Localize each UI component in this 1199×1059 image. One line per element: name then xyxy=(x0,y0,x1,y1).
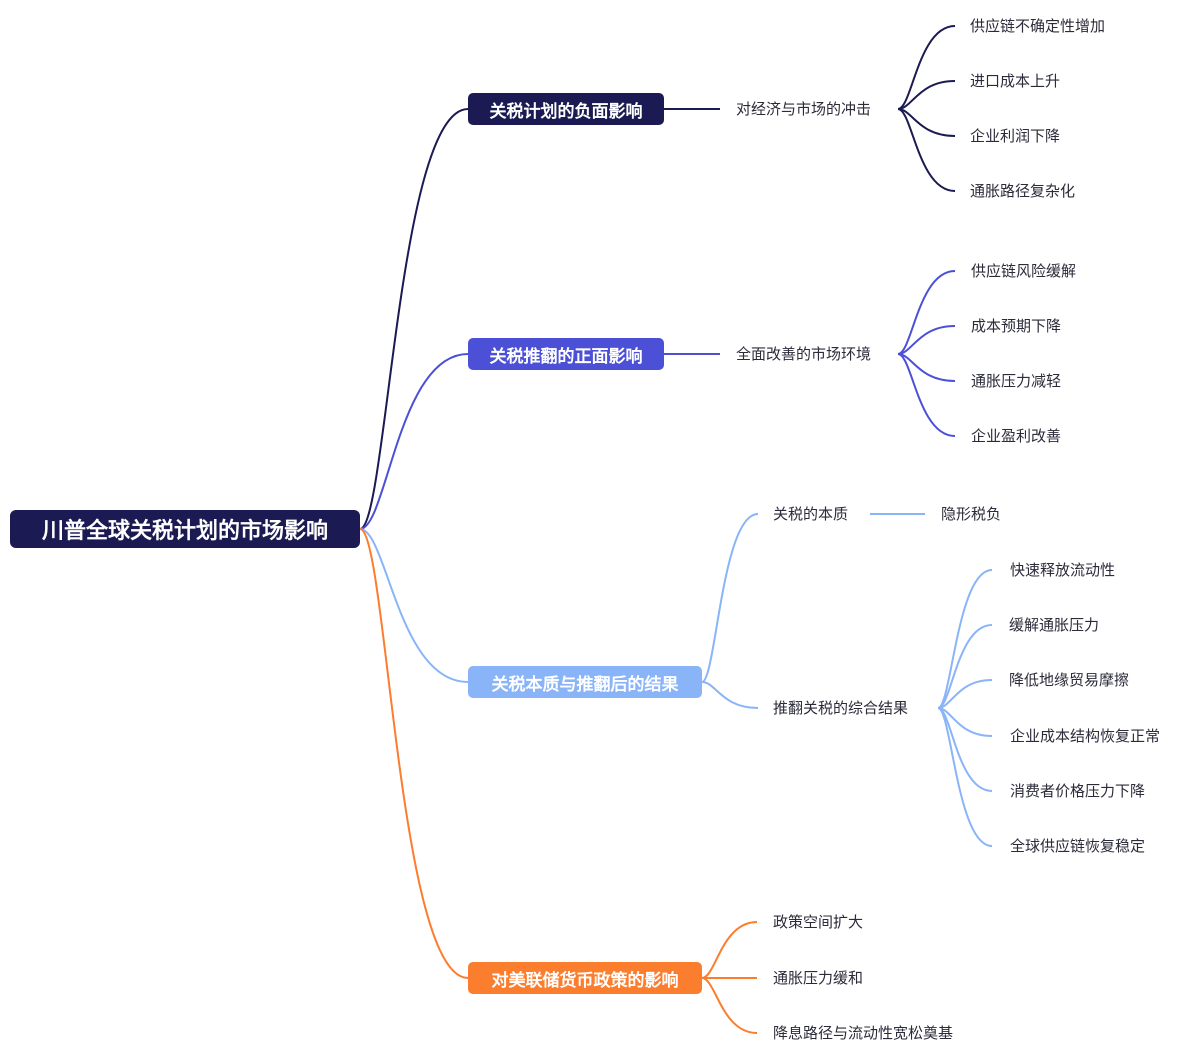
connector-line xyxy=(897,270,956,355)
connector-line xyxy=(701,681,759,709)
connector-line xyxy=(937,707,993,847)
leaf[interactable]: 成本预期下降 xyxy=(971,317,1062,335)
connector-line xyxy=(937,569,993,709)
branch-positive-impact[interactable]: 关税推翻的正面影响 xyxy=(468,338,664,370)
leaf[interactable]: 通胀压力减轻 xyxy=(971,372,1062,390)
leaf[interactable]: 企业盈利改善 xyxy=(971,427,1062,445)
connector-line xyxy=(701,977,758,1034)
connector-line xyxy=(359,108,469,530)
leaf[interactable]: 隐形税负 xyxy=(941,505,1002,523)
connector-line xyxy=(701,513,759,683)
connector-line xyxy=(897,325,956,355)
leaf[interactable]: 企业利润下降 xyxy=(970,127,1061,145)
leaf[interactable]: 通胀路径复杂化 xyxy=(970,182,1076,200)
connector-line xyxy=(359,528,469,683)
connector-line xyxy=(359,353,469,530)
leaf[interactable]: 企业成本结构恢复正常 xyxy=(1010,727,1161,745)
leaf[interactable]: 缓解通胀压力 xyxy=(1009,616,1100,634)
node-overturn-results[interactable]: 推翻关税的综合结果 xyxy=(773,699,909,717)
connector-line xyxy=(897,108,956,192)
connector-line xyxy=(937,707,993,792)
leaf[interactable]: 全球供应链恢复稳定 xyxy=(1010,837,1146,855)
connector-line xyxy=(897,353,956,382)
leaf[interactable]: 供应链风险缓解 xyxy=(971,262,1077,280)
connector-line xyxy=(897,353,956,437)
leaf[interactable]: 政策空间扩大 xyxy=(773,913,864,931)
leaf[interactable]: 通胀压力缓和 xyxy=(773,969,864,987)
leaf[interactable]: 快速释放流动性 xyxy=(1010,561,1116,579)
node-market-environment[interactable]: 全面改善的市场环境 xyxy=(736,345,872,363)
branch-negative-impact[interactable]: 关税计划的负面影响 xyxy=(468,93,664,125)
node-economy-shock[interactable]: 对经济与市场的冲击 xyxy=(736,100,872,118)
connector-line xyxy=(701,921,758,979)
leaf[interactable]: 降低地缘贸易摩擦 xyxy=(1009,671,1130,689)
root-node[interactable]: 川普全球关税计划的市场影响 xyxy=(10,510,360,548)
leaf[interactable]: 消费者价格压力下降 xyxy=(1010,782,1146,800)
connector-line xyxy=(897,80,956,110)
leaf[interactable]: 降息路径与流动性宽松奠基 xyxy=(773,1024,954,1042)
leaf[interactable]: 供应链不确定性增加 xyxy=(970,17,1106,35)
branch-tariff-nature-results[interactable]: 关税本质与推翻后的结果 xyxy=(468,666,702,698)
connector-line xyxy=(937,624,993,709)
connector-line xyxy=(897,25,956,110)
branch-fed-policy[interactable]: 对美联储货币政策的影响 xyxy=(468,962,702,994)
leaf[interactable]: 进口成本上升 xyxy=(970,72,1061,90)
connector-line xyxy=(897,108,956,137)
connector-line xyxy=(359,528,469,979)
connector-line xyxy=(937,679,993,709)
node-tariff-nature[interactable]: 关税的本质 xyxy=(773,505,849,523)
